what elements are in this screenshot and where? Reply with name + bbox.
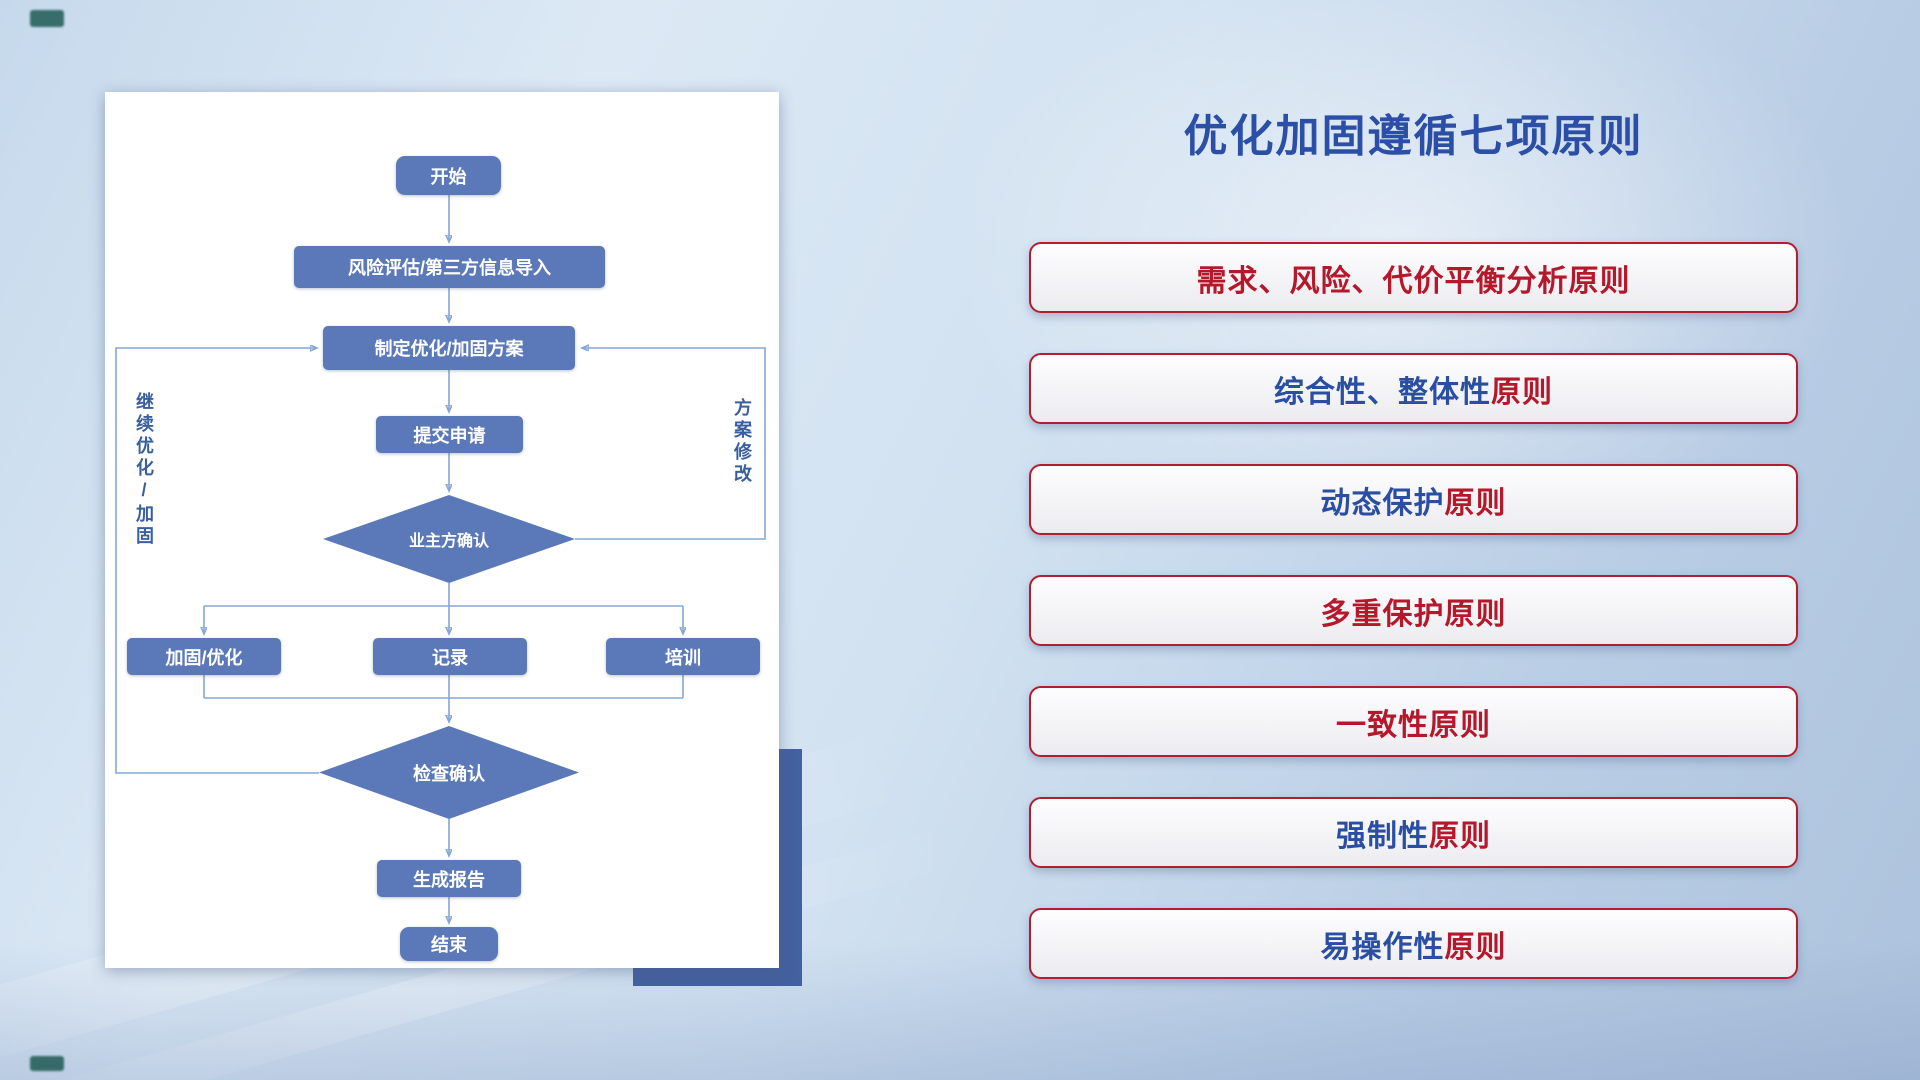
flowchart-panel: 开始 风险评估/第三方信息导入 制定优化/加固方案 提交申请 业主方确认 加固/… <box>105 92 779 968</box>
loop-label-continue-optimize: 继续优化/加固 <box>134 392 154 548</box>
flow-node-risk-import: 风险评估/第三方信息导入 <box>294 246 605 288</box>
flow-node-make-plan: 制定优化/加固方案 <box>323 326 575 370</box>
edge-owner-plan-loop <box>575 348 766 540</box>
flow-node-start: 开始 <box>396 156 501 195</box>
principle-text: 动态保护 <box>1320 486 1445 520</box>
principle-text: 强制性 <box>1336 819 1429 853</box>
principle-text: 原则 <box>1429 819 1491 853</box>
principle-text: 一致性原则 <box>1336 708 1491 742</box>
principle-text: 原则 <box>1444 486 1507 520</box>
principle-text: 易操作性 <box>1320 930 1445 964</box>
principle-text: 综合性、整体性 <box>1274 375 1491 409</box>
principles-list: 需求、风险、代价平衡分析原则综合性、整体性原则动态保护原则多重保护原则一致性原则… <box>1029 242 1798 979</box>
page-title: 优化加固遵循七项原则 <box>1183 112 1644 161</box>
flow-node-record: 记录 <box>373 638 527 675</box>
flow-node-end: 结束 <box>400 927 498 961</box>
principle-box: 综合性、整体性原则 <box>1029 353 1798 424</box>
loop-label-plan-modify: 方案修改 <box>732 398 752 486</box>
principle-text: 原则 <box>1491 375 1553 409</box>
principle-box: 一致性原则 <box>1029 686 1798 757</box>
flow-node-harden-optimize: 加固/优化 <box>127 638 281 675</box>
principle-text: 原则 <box>1444 930 1507 964</box>
principle-box: 强制性原则 <box>1029 797 1798 868</box>
watermark-icon-top-left <box>30 10 64 27</box>
flow-node-submit: 提交申请 <box>376 416 523 453</box>
principle-text: 多重保护原则 <box>1320 597 1507 631</box>
principle-box: 需求、风险、代价平衡分析原则 <box>1029 242 1798 313</box>
edge-check-plan-loop <box>115 348 319 774</box>
principle-box: 动态保护原则 <box>1029 464 1798 535</box>
flow-connectors <box>115 195 766 968</box>
flow-node-generate-report: 生成报告 <box>377 860 521 897</box>
principle-box: 多重保护原则 <box>1029 575 1798 646</box>
watermark-icon-bottom-left <box>30 1056 64 1071</box>
flow-node-training: 培训 <box>606 638 760 675</box>
principle-text: 需求、风险、代价平衡分析原则 <box>1196 264 1631 298</box>
principle-box: 易操作性原则 <box>1029 908 1798 979</box>
